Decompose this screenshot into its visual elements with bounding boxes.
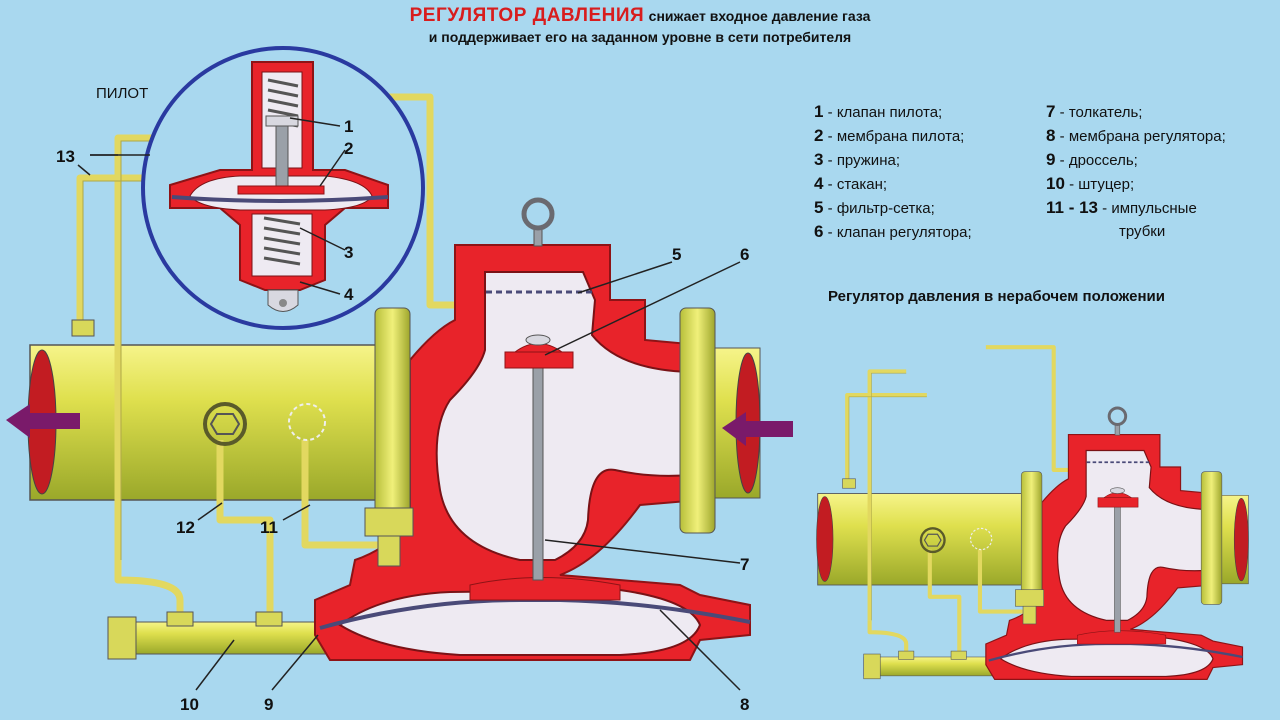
callout-1: 1 bbox=[344, 117, 353, 136]
title-line1: снижает входное давление газа bbox=[648, 8, 871, 24]
legend-item: 6 - клапан регулятора; bbox=[814, 222, 972, 241]
callout-12: 12 bbox=[176, 518, 195, 537]
pilot-detail bbox=[141, 46, 425, 330]
callout-11: 11 bbox=[260, 518, 278, 537]
callout-7: 7 bbox=[740, 555, 749, 574]
title-line2: и поддерживает его на заданном уровне в … bbox=[428, 29, 852, 45]
callout-4: 4 bbox=[344, 285, 354, 304]
legend-item: 1 - клапан пилота; bbox=[814, 102, 943, 121]
callout-numbers: 1 2 3 4 5 6 7 8 9 10 11 12 13 ПИЛОТ bbox=[56, 85, 749, 714]
legend-item: 11 - 13 - импульсные bbox=[1046, 198, 1197, 217]
legend-left: 1 - клапан пилота; 2 - мембрана пилота; … bbox=[814, 100, 972, 244]
callout-2: 2 bbox=[344, 139, 353, 158]
outlet-flow-arrow bbox=[6, 404, 80, 438]
legend-item: 7 - толкатель; bbox=[1046, 102, 1143, 121]
legend-item: 2 - мембрана пилота; bbox=[814, 126, 965, 145]
leader-lines bbox=[77, 117, 741, 691]
inlet-flow-arrow bbox=[722, 412, 793, 446]
legend-item-continuation: трубки bbox=[1119, 223, 1166, 240]
callout-8: 8 bbox=[740, 695, 749, 714]
legend-item: 9 - дроссель; bbox=[1046, 150, 1138, 169]
title-block: РЕГУЛЯТОР ДАВЛЕНИЯ снижает входное давле… bbox=[0, 6, 1280, 47]
pilot-valve bbox=[265, 115, 299, 127]
title-main: РЕГУЛЯТОР ДАВЛЕНИЯ bbox=[409, 5, 645, 26]
callout-5: 5 bbox=[672, 245, 681, 264]
pilot-membrane bbox=[171, 195, 389, 203]
pilot-label: ПИЛОТ bbox=[96, 85, 148, 102]
pilot-cup bbox=[251, 213, 313, 277]
inset-caption: Регулятор давления в нерабочем положении bbox=[828, 288, 1165, 305]
pilot-spring bbox=[263, 78, 301, 266]
legend-right: 7 - толкатель; 8 - мембрана регулятора; … bbox=[1046, 100, 1226, 243]
legend-item: 10 - штуцер; bbox=[1046, 174, 1135, 193]
callout-9: 9 bbox=[264, 695, 273, 714]
legend-item: 8 - мембрана регулятора; bbox=[1046, 126, 1226, 145]
legend-item: 4 - стакан; bbox=[814, 174, 888, 193]
callout-13: 13 bbox=[56, 147, 75, 166]
callout-3: 3 bbox=[344, 243, 353, 262]
flow-arrows bbox=[6, 404, 793, 446]
pilot-valve-stem bbox=[275, 117, 289, 187]
callout-6: 6 bbox=[740, 245, 749, 264]
legend-item: 5 - фильтр-сетка; bbox=[814, 198, 935, 217]
pilot-adjust-hole bbox=[279, 299, 287, 307]
pilot-plate bbox=[237, 185, 325, 195]
inset-regulator bbox=[817, 347, 1249, 679]
legend-item: 3 - пружина; bbox=[814, 150, 900, 169]
callout-10: 10 bbox=[180, 695, 199, 714]
